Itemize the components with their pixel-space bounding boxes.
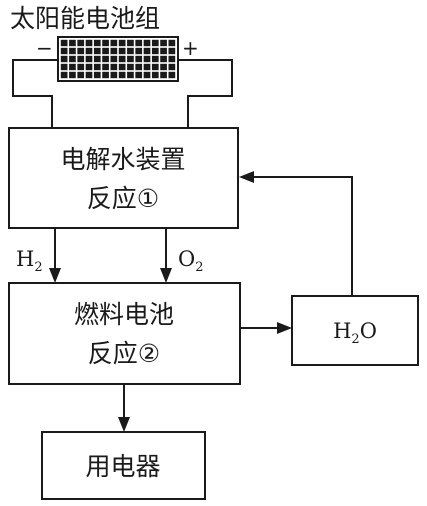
solar-cell (69, 55, 76, 63)
solar-cell (85, 71, 93, 79)
solar-cell (110, 55, 118, 63)
solar-cell (118, 39, 126, 47)
solar-cell (60, 71, 68, 79)
solar-cell (110, 39, 118, 47)
solar-cell (151, 39, 159, 47)
solar-cell (127, 55, 134, 63)
solar-cell (143, 47, 151, 55)
oxygen-arrow-head (160, 268, 172, 283)
electrolysis-label: 电解水装置 (60, 145, 185, 174)
solar-cell (160, 71, 167, 79)
solar-cell (69, 47, 76, 55)
solar-panel (57, 36, 179, 82)
solar-cell (85, 47, 93, 55)
solar-cell (143, 63, 151, 71)
solar-cell (77, 63, 85, 71)
solar-cell (60, 47, 68, 55)
solar-cell (69, 63, 76, 71)
solar-cell (160, 39, 167, 47)
solar-cell (168, 47, 176, 55)
solar-panel-grid (60, 39, 176, 79)
reaction-1-label: 反应① (87, 184, 159, 213)
solar-cell (118, 71, 126, 79)
solar-cell (60, 39, 68, 47)
solar-cell (93, 39, 101, 47)
negative-terminal-label: − (36, 36, 53, 60)
oxygen-label: O2 (178, 247, 204, 275)
solar-cell (77, 71, 85, 79)
solar-cell (135, 71, 143, 79)
hydrogen-arrow-head (49, 268, 61, 283)
solar-cell (60, 63, 68, 71)
solar-cell (143, 55, 151, 63)
solar-cell (135, 63, 143, 71)
solar-cell (110, 63, 118, 71)
solar-cell (151, 47, 159, 55)
water-box (291, 295, 419, 366)
solar-cell (118, 63, 126, 71)
solar-cell (151, 71, 159, 79)
solar-cell (168, 39, 176, 47)
solar-cell (151, 63, 159, 71)
solar-cell (85, 39, 93, 47)
solar-cell (93, 71, 101, 79)
solar-cell (60, 55, 68, 63)
appliance-label: 用电器 (85, 452, 160, 481)
solar-cell (143, 39, 151, 47)
solar-cell (85, 55, 93, 63)
appliance-arrow-head (118, 417, 130, 432)
recycle-arrow-line (251, 176, 353, 296)
solar-cell (151, 55, 159, 63)
solar-cell (118, 55, 126, 63)
solar-cell (93, 47, 101, 55)
solar-cell (143, 71, 151, 79)
recycle-arrow-head (239, 171, 254, 183)
solar-cell (102, 47, 109, 55)
solar-cell (85, 63, 93, 71)
solar-cell (69, 71, 76, 79)
solar-cell (93, 63, 101, 71)
water-arrow-head (277, 322, 292, 334)
solar-cell (118, 47, 126, 55)
reaction-2-label: 反应② (88, 339, 160, 368)
water-label: H2O (333, 319, 377, 347)
solar-cell (102, 39, 109, 47)
electrolysis-box (8, 127, 239, 229)
solar-cell (168, 63, 176, 71)
solar-cell (127, 71, 134, 79)
solar-cell (77, 47, 85, 55)
positive-terminal-label: + (182, 36, 199, 60)
solar-cell (135, 47, 143, 55)
solar-cell (135, 39, 143, 47)
solar-cell (160, 47, 167, 55)
solar-cell (110, 47, 118, 55)
solar-cell (160, 55, 167, 63)
solar-cell (127, 47, 134, 55)
solar-cell (102, 63, 109, 71)
appliance-box (41, 431, 206, 500)
solar-cell (127, 39, 134, 47)
solar-cell (110, 71, 118, 79)
solar-cell (69, 39, 76, 47)
negative-wire (12, 59, 58, 128)
solar-cell (135, 55, 143, 63)
solar-cell (77, 55, 85, 63)
solar-cell (93, 55, 101, 63)
solar-cell (160, 63, 167, 71)
solar-cell (127, 63, 134, 71)
fuel-cell-box (8, 282, 241, 385)
fuel-cell-label: 燃料电池 (74, 300, 174, 329)
solar-cell (102, 55, 109, 63)
positive-wire (178, 59, 233, 128)
hydrogen-label: H2 (16, 247, 43, 275)
solar-cell (102, 71, 109, 79)
solar-cell (168, 71, 176, 79)
solar-cell (77, 39, 85, 47)
solar-cell (168, 55, 176, 63)
solar-panel-label: 太阳能电池组 (10, 4, 160, 33)
